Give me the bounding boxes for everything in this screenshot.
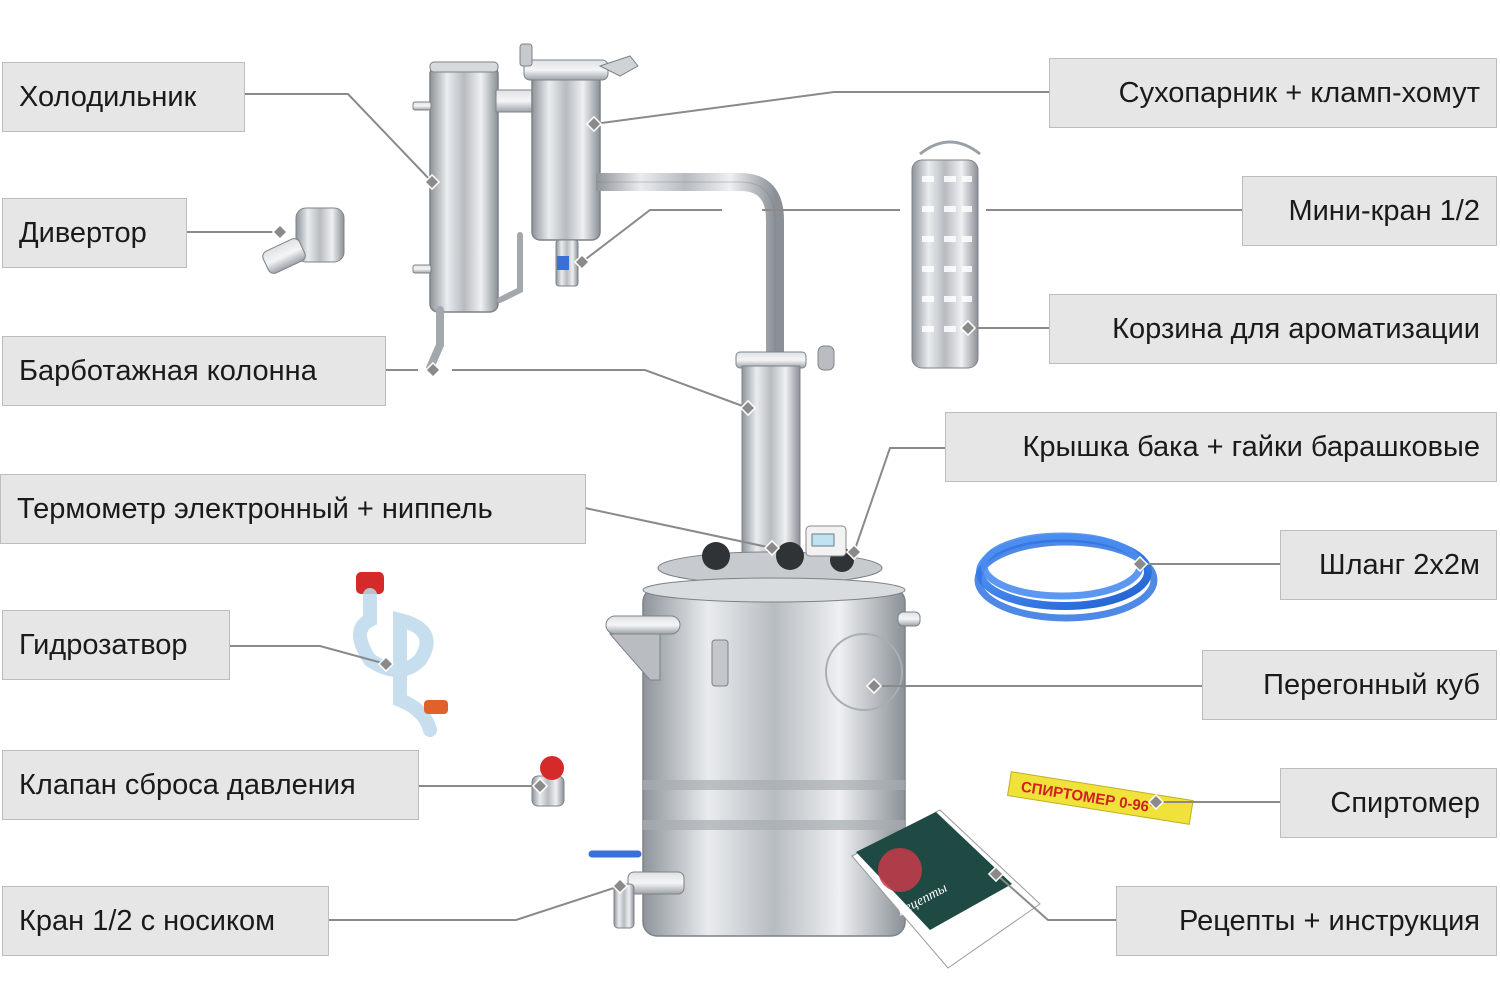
diverter-part bbox=[262, 207, 345, 274]
leader-markers bbox=[271, 115, 1165, 895]
hydrometer-part: СПИРТОМЕР 0-96° bbox=[1006, 771, 1194, 825]
recipes-book-part: Рецепты bbox=[851, 809, 1041, 969]
label-tap: Кран 1/2 с носиком bbox=[2, 886, 329, 956]
bubble-column-part bbox=[735, 345, 835, 555]
dryer-part bbox=[519, 43, 639, 287]
label-recipes: Рецепты + инструкция bbox=[1116, 886, 1497, 956]
cooler-part bbox=[412, 61, 537, 372]
leader-lines bbox=[186, 91, 1280, 921]
pressure-valve-part bbox=[531, 756, 565, 807]
label-lid: Крышка бака + гайки барашковые bbox=[945, 412, 1497, 482]
label-diverter: Дивертор bbox=[2, 198, 187, 268]
tap-part bbox=[588, 850, 685, 929]
label-hydrometer: Спиртомер bbox=[1280, 768, 1497, 838]
water-seal-part bbox=[353, 572, 448, 737]
label-dryer: Сухопарник + кламп-хомут bbox=[1049, 58, 1497, 128]
label-pressure-valve: Клапан сброса давления bbox=[2, 750, 419, 820]
lid-part bbox=[657, 525, 883, 585]
still-body bbox=[605, 577, 921, 937]
label-cooler: Холодильник bbox=[2, 62, 245, 132]
label-basket: Корзина для ароматизации bbox=[1049, 294, 1497, 364]
label-hose: Шланг 2х2м bbox=[1280, 530, 1497, 600]
label-still: Перегонный куб bbox=[1202, 650, 1497, 720]
hose-part bbox=[974, 532, 1158, 622]
label-bubble-column: Барботажная колонна bbox=[2, 336, 386, 406]
label-water-seal: Гидрозатвор bbox=[2, 610, 230, 680]
label-thermometer: Термометр электронный + ниппель bbox=[0, 474, 586, 544]
label-mini-tap: Мини-кран 1/2 bbox=[1242, 176, 1497, 246]
